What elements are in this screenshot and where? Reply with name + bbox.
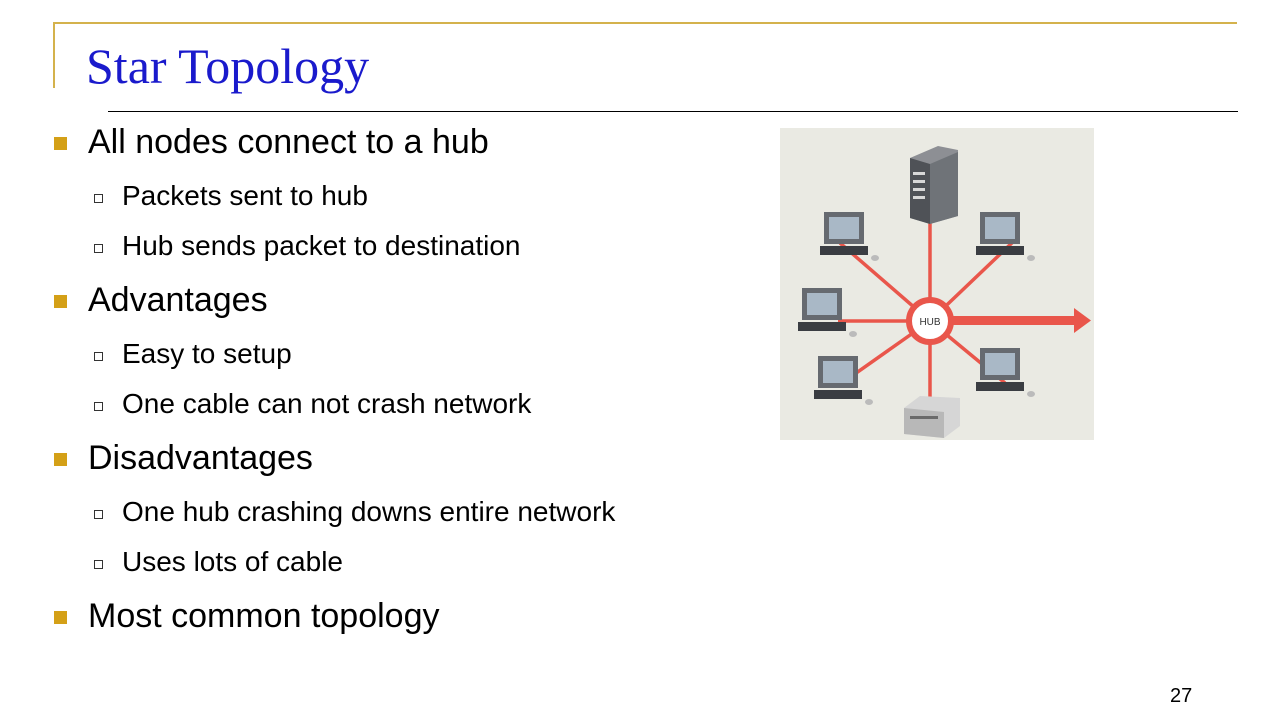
sub-bullet-marker-icon <box>94 510 103 519</box>
star-topology-diagram: HUB <box>780 128 1094 440</box>
computer-icon-top-right <box>976 212 1035 261</box>
bullet-item: Disadvantages <box>88 439 313 477</box>
computer-icon-bottom-left <box>814 356 873 405</box>
title-frame-left-line <box>53 22 55 88</box>
sub-bullet-marker-icon <box>94 194 103 203</box>
bullet-item: All nodes connect to a hub <box>88 123 489 161</box>
slide-title: Star Topology <box>86 38 370 94</box>
title-underline <box>108 111 1238 112</box>
star-topology-svg: HUB <box>798 146 1091 438</box>
server-icon <box>910 146 958 224</box>
sub-bullet-item: Packets sent to hub <box>122 180 368 211</box>
computer-icon-bottom-right <box>976 348 1035 397</box>
arrow-right-icon <box>950 308 1091 333</box>
bullet-item: Most common topology <box>88 597 440 635</box>
computer-icon-top-left <box>820 212 879 261</box>
bullet-marker-icon <box>54 453 67 466</box>
bullet-marker-icon <box>54 611 67 624</box>
sub-bullet-marker-icon <box>94 352 103 361</box>
bullet-marker-icon <box>54 295 67 308</box>
computer-icon-left <box>798 288 857 337</box>
sub-bullet-item: One hub crashing downs entire network <box>122 496 616 527</box>
sub-bullet-marker-icon <box>94 244 103 253</box>
sub-bullet-marker-icon <box>94 560 103 569</box>
sub-bullet-item: Uses lots of cable <box>122 546 343 577</box>
title-frame-top-line <box>53 22 1237 24</box>
page-number: 27 <box>1170 685 1193 707</box>
printer-icon <box>904 396 960 438</box>
sub-bullet-item: Hub sends packet to destination <box>122 230 521 261</box>
hub-node: HUB <box>906 297 954 345</box>
bullet-item: Advantages <box>88 281 268 319</box>
sub-bullet-item: One cable can not crash network <box>122 388 532 419</box>
hub-label: HUB <box>919 317 940 328</box>
bullet-marker-icon <box>54 137 67 150</box>
sub-bullet-item: Easy to setup <box>122 338 292 369</box>
sub-bullet-marker-icon <box>94 402 103 411</box>
